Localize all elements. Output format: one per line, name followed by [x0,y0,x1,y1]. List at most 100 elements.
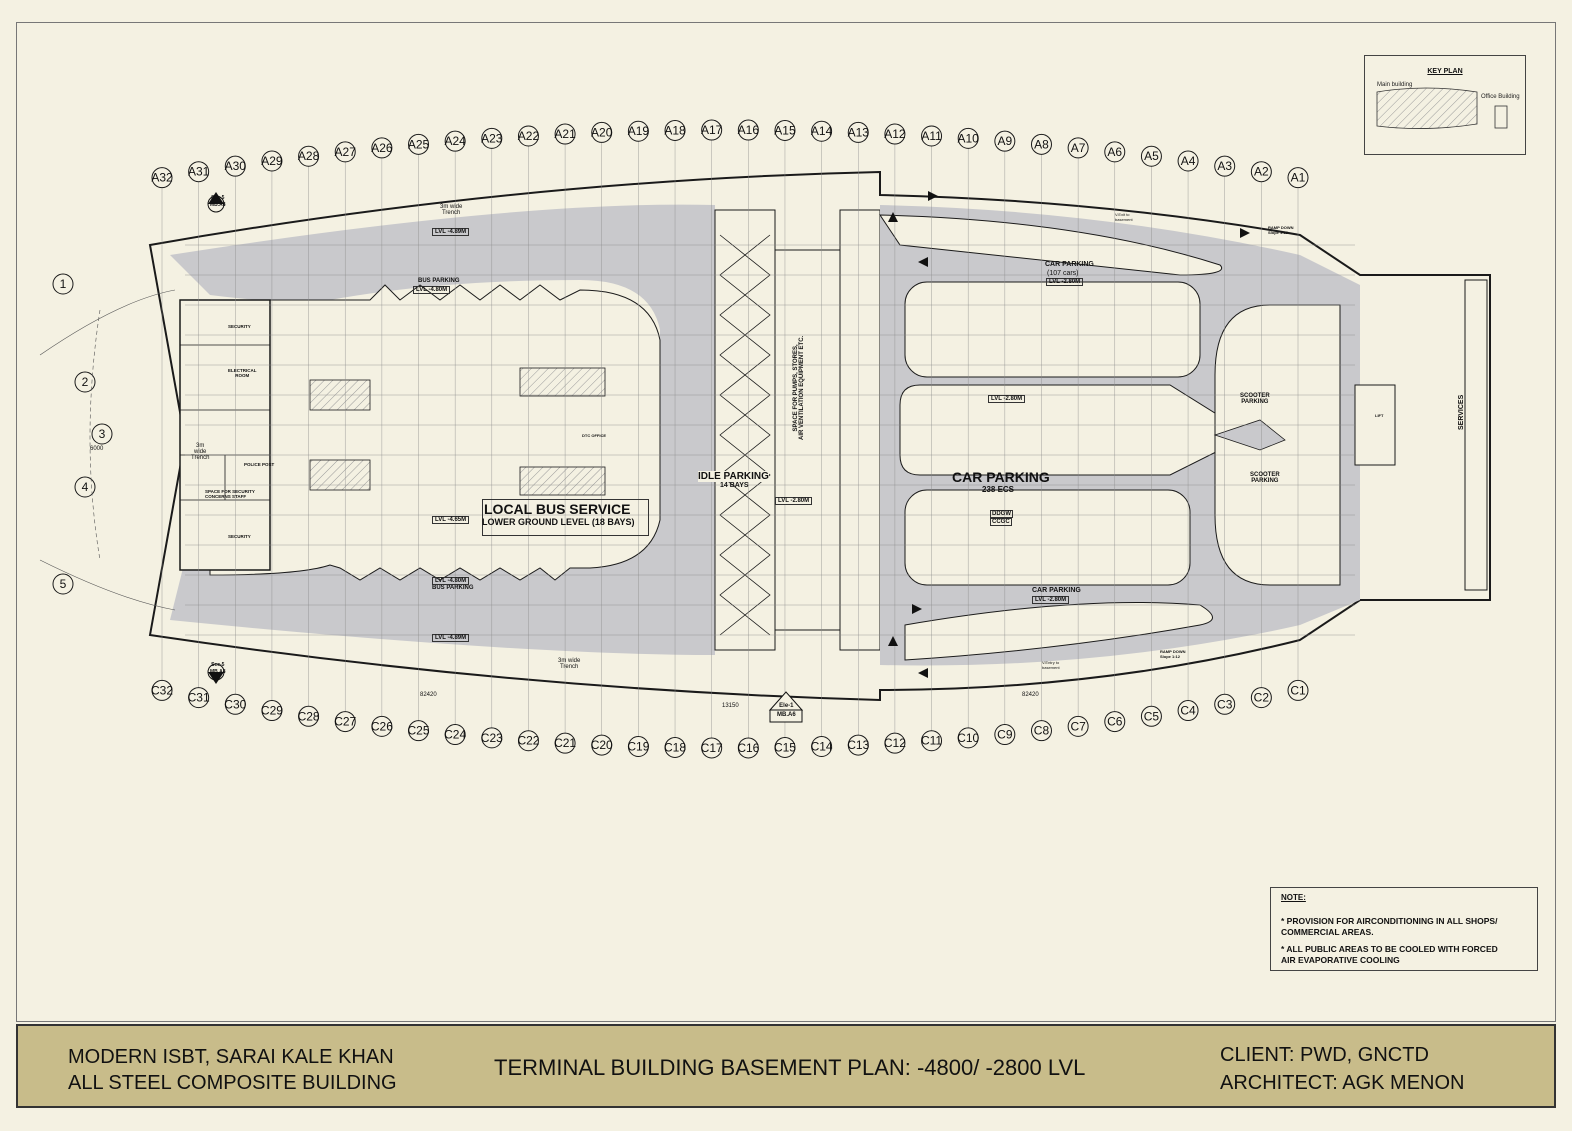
grid-marker-a5: A5 [1140,145,1162,167]
grid-marker-c21: C21 [554,732,576,754]
svg-text:A18: A18 [664,123,686,137]
grid-marker-c4: C4 [1177,700,1199,722]
key-plan: KEY PLAN Main building Office Building [1364,55,1526,155]
grid-marker-a10: A10 [958,127,979,149]
grid-marker-c17: C17 [701,737,723,759]
svg-text:A3: A3 [1217,159,1232,173]
grid-marker-c12: C12 [884,732,906,754]
section-marker-top [207,192,225,213]
note-item-aircon: * PROVISION FOR AIRCONDITIONING IN ALL S… [1281,916,1498,937]
grid-marker-c24: C24 [444,724,466,746]
key-plan-drawing [1376,87,1508,129]
level-label-280-mid: LVL -2.80M [775,497,813,505]
svg-text:C11: C11 [921,734,942,748]
title-block: MODERN ISBT, SARAI KALE KHAN ALL STEEL C… [16,1024,1556,1108]
client-label: CLIENT: PWD, GNCTD [1220,1044,1429,1066]
grid-marker-c8: C8 [1030,720,1052,742]
notes-title: NOTE: [1281,893,1306,902]
svg-text:C14: C14 [811,740,833,754]
grid-marker-a26: A26 [371,137,393,159]
level-label-480-top: LVL -4.80M [413,286,451,294]
grid-row-marker-5: 5 [52,573,74,595]
section-marker-bottom-label: Sec-5 MB.A8 [210,662,226,675]
svg-text:A25: A25 [408,137,430,151]
scooter-parking-area [1214,304,1341,586]
grid-row-marker-4: 4 [74,476,96,498]
police-post-label: POLICE POST [244,462,275,467]
services-side [839,209,881,651]
svg-text:C13: C13 [847,738,869,752]
svg-text:3: 3 [99,427,106,441]
svg-text:A32: A32 [151,171,173,185]
svg-text:C1: C1 [1290,683,1306,697]
svg-text:A15: A15 [774,123,796,137]
grid-marker-a1: A1 [1287,167,1309,189]
svg-text:A31: A31 [188,165,210,179]
key-plan-main-label: Main building [1377,82,1413,88]
level-label-489-top: LVL -4.89M [432,228,470,236]
grid-marker-a27: A27 [335,141,356,163]
local-bus-level-label: LOWER GROUND LEVEL (18 BAYS) [482,517,635,527]
grid-marker-c9: C9 [994,724,1016,746]
svg-text:A11: A11 [921,129,942,143]
grid-marker-a8: A8 [1030,133,1052,155]
grid-marker-c31: C31 [188,687,210,709]
svg-text:A20: A20 [591,125,613,139]
grid-marker-c1: C1 [1287,679,1309,701]
svg-text:A23: A23 [481,131,503,145]
svg-text:C2: C2 [1254,691,1270,705]
svg-text:2: 2 [82,375,89,389]
ramp-down-bottom-label: RAMP DOWN Slope 1:12 [1160,649,1186,659]
svg-text:A13: A13 [848,125,870,139]
escalators [309,367,606,496]
project-line-2: ALL STEEL COMPOSITE BUILDING [68,1072,397,1094]
project-name: MODERN ISBT, SARAI KALE KHAN ALL STEEL C… [68,1044,397,1096]
dimension-6000: 6000 [90,446,104,452]
grid-row-marker-3: 3 [91,423,113,445]
svg-text:A7: A7 [1071,141,1086,155]
grid-marker-c3: C3 [1214,693,1236,715]
svg-text:A12: A12 [884,127,906,141]
grid-marker-c15: C15 [774,736,796,758]
idle-parking-zone [714,209,776,651]
grid-marker-a24: A24 [444,130,466,152]
services-column [774,249,841,631]
svg-text:C27: C27 [334,715,356,729]
scooter-parking-label-2: SCOOTER PARKING [1250,472,1280,484]
svg-text:C9: C9 [997,728,1013,742]
grid-marker-a19: A19 [628,120,650,142]
trench-left-label: 3m wide Trench [191,443,210,461]
grid-marker-a15: A15 [774,119,796,141]
security-room-1-label: SECURITY [228,324,251,329]
grid-marker-c27: C27 [334,711,357,733]
dimension-82420-right: 82420 [1022,692,1039,698]
elevation-marker-label: Ele-1 MB.A6 [777,703,796,718]
svg-text:C20: C20 [591,738,613,752]
car-parking-main-label: CAR PARKING [952,469,1050,485]
grid-marker-a30: A30 [225,155,246,177]
bus-parking-bottom-label: BUS PARKING [432,585,474,591]
section-marker-bottom [207,663,225,684]
car-island-3 [904,489,1191,586]
svg-text:1: 1 [60,277,67,291]
svg-text:A26: A26 [371,141,393,155]
car-island-bottom [904,602,1213,661]
key-plan-title: KEY PLAN [1427,68,1463,75]
svg-text:A8: A8 [1034,137,1049,151]
svg-text:A19: A19 [628,124,650,138]
stair-core-right [1354,384,1396,466]
car-parking-bottom-label: CAR PARKING [1032,587,1081,594]
grid-marker-a17: A17 [701,119,723,141]
car-parking-top-count: (107 cars) [1047,270,1079,277]
grid-marker-a18: A18 [664,119,686,141]
grid-marker-a22: A22 [518,125,539,147]
vehicle-exit-label: V.Exit to basement [1115,212,1133,222]
grid-row-marker-1: 1 [52,273,74,295]
svg-text:C3: C3 [1217,697,1233,711]
grid-marker-a16: A16 [738,119,759,141]
svg-text:C22: C22 [517,734,539,748]
grid-marker-c13: C13 [847,734,870,756]
idle-bays-label: 14 BAYS [720,482,749,489]
grid-marker-a31: A31 [188,161,210,183]
